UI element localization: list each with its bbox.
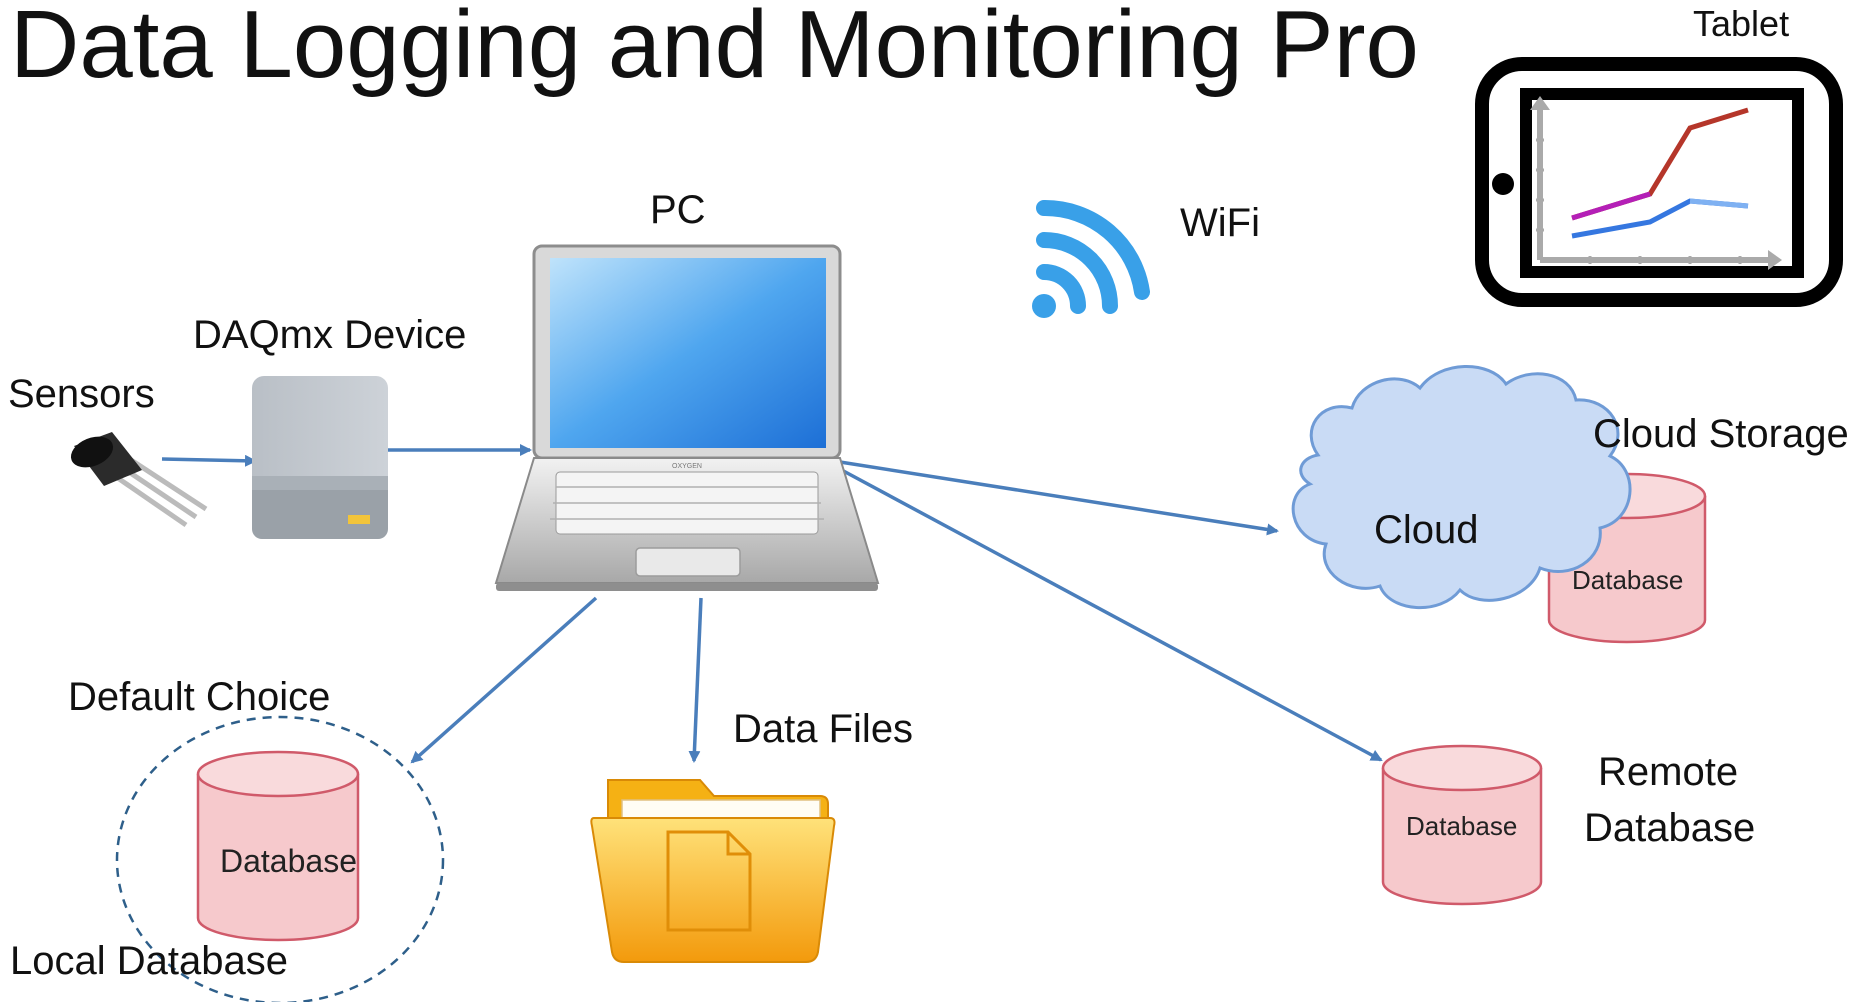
- wifi-label: WiFi: [1180, 201, 1260, 245]
- default-choice-label: Default Choice: [68, 675, 331, 719]
- cloud-database-label: Database: [1572, 565, 1684, 595]
- arrow-pc-to-cloud: [839, 460, 1279, 536]
- pc-label: PC: [650, 188, 706, 232]
- data-files-label: Data Files: [733, 707, 914, 751]
- local-database-icon: [196, 750, 360, 942]
- remote-database-label: Database: [1406, 811, 1518, 841]
- arrow-pc-to-files: [688, 597, 703, 763]
- folder-icon: [590, 779, 836, 963]
- remote-database-icon: [1381, 744, 1543, 906]
- laptop-icon: OXYGEN: [494, 244, 880, 591]
- tablet-label: Tablet: [1693, 3, 1790, 44]
- tablet-icon: [1475, 57, 1843, 307]
- remote-label-line1: Remote: [1598, 750, 1739, 794]
- arrow-pc-to-remote-db: [835, 465, 1383, 762]
- arrow-sensor-to-daq: [161, 454, 257, 467]
- local-database-label: Local Database: [10, 939, 288, 983]
- cloud-label: Cloud: [1374, 508, 1479, 552]
- sensors-label: Sensors: [8, 372, 155, 416]
- page-title: Data Logging and Monitoring Pro: [10, 0, 1419, 98]
- sensor-icon: [70, 432, 208, 528]
- cloud-icon: [1291, 365, 1632, 610]
- wifi-icon: [1032, 199, 1150, 318]
- remote-label-line2: Database: [1584, 806, 1756, 850]
- local-database-db-label: Database: [220, 843, 357, 879]
- daq-device-icon: [252, 376, 388, 539]
- laptop-brand: OXYGEN: [672, 463, 702, 470]
- arrow-pc-to-local-db: [410, 596, 598, 764]
- cloud-storage-label: Cloud Storage: [1593, 412, 1849, 456]
- connector-arrows: [161, 444, 1383, 764]
- daqmx-label: DAQmx Device: [193, 313, 467, 357]
- default-choice-highlight: [115, 715, 445, 1002]
